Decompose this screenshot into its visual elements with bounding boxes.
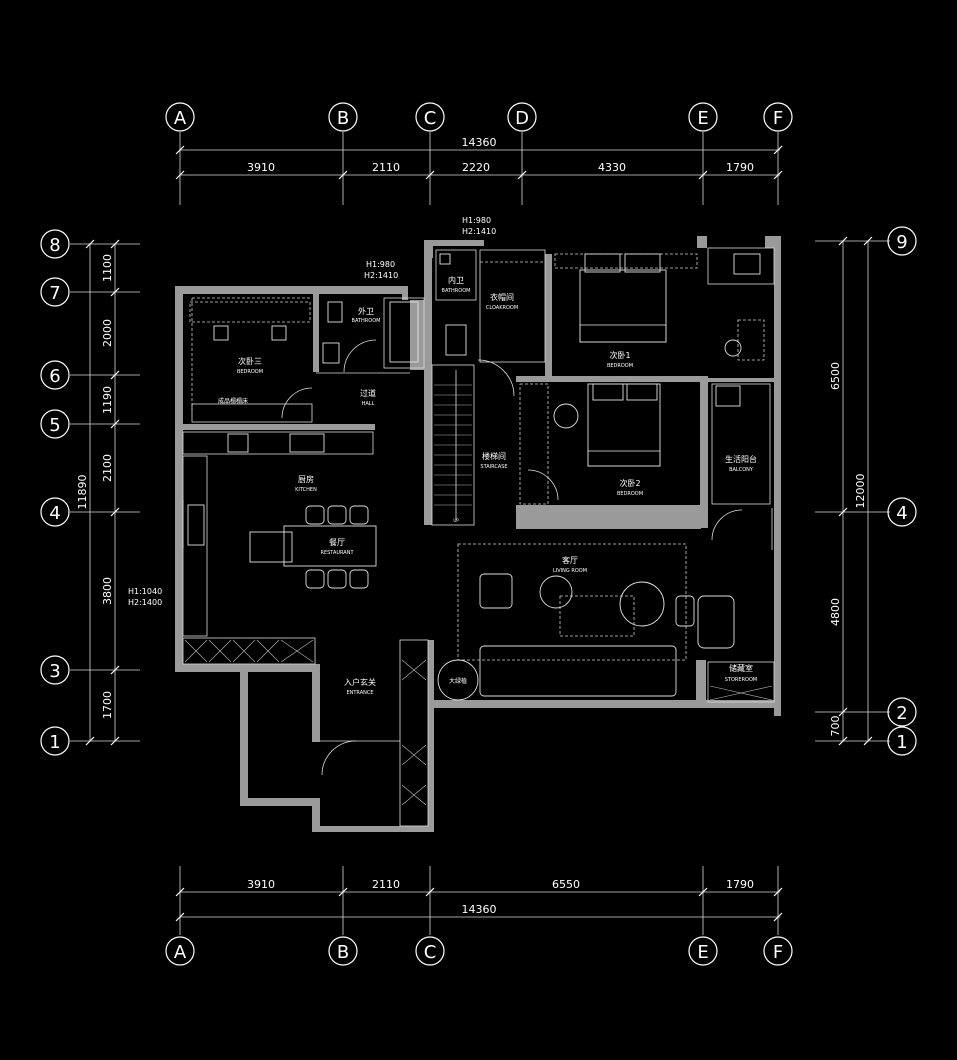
height-note-h2-mid: H2:1410 [364,271,398,280]
grid-row-3: 3 [49,661,60,682]
room-restaurant-cn: 餐厅 [329,538,345,547]
grid-row-1-right: 1 [896,732,907,753]
bed-wardrobe-label: 成品榻榻床 [218,397,248,405]
room-restaurant-en: RESTAURANT [320,550,354,556]
grid-col-d: D [515,108,529,129]
right-row-bubbles: 9 4 2 1 [887,226,917,756]
room-bathroom-in-en: BATHROOM [442,288,471,294]
left-dim-87: 1100 [101,254,114,282]
room-bedroom-2-cn: 次卧2 [619,478,640,488]
top-dim-de: 4330 [598,161,626,174]
grid-col-a: A [174,108,187,129]
grid-col-e-bottom: E [697,942,708,963]
top-dim-bc: 2110 [372,161,400,174]
top-column-bubbles: A B C D E F [165,102,793,132]
room-bedroom-3-cn: 次卧三 [238,356,262,366]
plant-label: 大绿植 [449,677,467,685]
room-balcony-cn: 生活阳台 [725,454,757,464]
left-dim-54: 2100 [101,454,114,482]
height-note-h1-left: H1:1040 [128,587,162,596]
grid-row-2: 2 [896,703,907,724]
top-dim-ab: 3910 [247,161,275,174]
grid-col-c-bottom: C [424,942,437,963]
room-labels: 次卧三 BEDROOM 成品榻榻床 外卫 BATHROOM 内卫 BATHROO… [218,275,757,696]
room-kitchen-cn: 厨房 [298,474,314,484]
left-dim-76: 2000 [101,319,114,347]
grid-col-a-bottom: A [174,942,187,963]
room-bathroom-in-cn: 内卫 [448,275,464,285]
room-bedroom-1-en: BEDROOM [607,363,633,369]
room-storeroom-en: STOREROOM [725,677,757,683]
room-entrance-en: ENTRANCE [346,690,373,696]
grid-row-1-left: 1 [49,732,60,753]
room-staircase-en: STAIRCASE [480,464,507,470]
top-dimensions: 14360 3910 2110 2220 4330 1790 [175,132,783,205]
right-dimensions: 6500 4800 700 12000 [815,236,890,746]
top-dim-cd: 2220 [462,161,490,174]
room-entrance-cn: 入户玄关 [344,677,376,687]
grid-col-c: C [424,108,437,129]
stair-up-label: UP [453,518,459,523]
height-note-h2-left: H2:1400 [128,598,162,607]
room-bedroom-3-en: BEDROOM [237,369,263,375]
room-storeroom-cn: 储藏室 [729,663,753,673]
grid-col-f: F [773,108,783,129]
bottom-column-bubbles: A B C E F [165,936,793,966]
grid-col-b-bottom: B [337,942,349,963]
grid-row-7: 7 [49,283,60,304]
grid-row-4-left: 4 [49,503,60,524]
top-dim-ef: 1790 [726,161,754,174]
right-dim-94: 6500 [829,362,842,390]
grid-col-e: E [697,108,708,129]
bottom-dim-ce: 6550 [552,878,580,891]
room-staircase-cn: 楼梯间 [482,451,506,461]
right-total-dim: 12000 [854,474,867,509]
left-row-bubbles: 8 7 6 5 4 3 1 [40,229,70,756]
interior-lines: UP [182,247,775,827]
height-note-h1-mid: H1:980 [366,260,395,269]
grid-col-f-bottom: F [773,942,783,963]
grid-row-4-right: 4 [896,503,907,524]
left-dimensions: 1100 2000 1190 2100 3800 1700 11890 [70,239,140,746]
left-total-dim: 11890 [76,475,89,510]
bottom-total-dim: 14360 [462,903,497,916]
room-hall-en: HALL [362,401,375,407]
room-bathroom-out-cn: 外卫 [358,306,374,316]
height-notes: H1:980 H2:1410 H1:980 H2:1410 H1:1040 H2… [128,216,496,607]
room-living-cn: 客厅 [562,555,578,565]
right-dim-42: 4800 [829,598,842,626]
room-living-en: LIVING ROOM [553,568,587,574]
grid-row-9: 9 [896,232,907,253]
height-note-h1-top: H1:980 [462,216,491,225]
bottom-dim-ef: 1790 [726,878,754,891]
room-cloakroom-en: CLOAKROOM [486,305,518,311]
height-note-h2-top: H2:1410 [462,227,496,236]
grid-row-6: 6 [49,366,60,387]
grid-row-5: 5 [49,415,60,436]
left-dim-31: 1700 [101,691,114,719]
room-bedroom-2-en: BEDROOM [617,491,643,497]
room-bedroom-1-cn: 次卧1 [609,350,630,360]
bottom-dim-bc: 2110 [372,878,400,891]
room-kitchen-en: KITCHEN [295,487,317,493]
grid-row-8: 8 [49,235,60,256]
room-cloakroom-cn: 衣帽间 [490,292,514,302]
right-dim-21: 700 [829,716,842,737]
walls [175,236,781,832]
grid-col-b: B [337,108,349,129]
left-dim-65: 1190 [101,386,114,414]
room-bathroom-out-en: BATHROOM [352,318,381,324]
bottom-dimensions: 3910 2110 6550 1790 14360 [175,866,783,935]
room-balcony-en: BALCONY [729,467,754,473]
room-hall-cn: 过道 [360,388,376,398]
left-dim-43: 3800 [101,577,114,605]
bottom-dim-ab: 3910 [247,878,275,891]
top-total-dim: 14360 [462,136,497,149]
